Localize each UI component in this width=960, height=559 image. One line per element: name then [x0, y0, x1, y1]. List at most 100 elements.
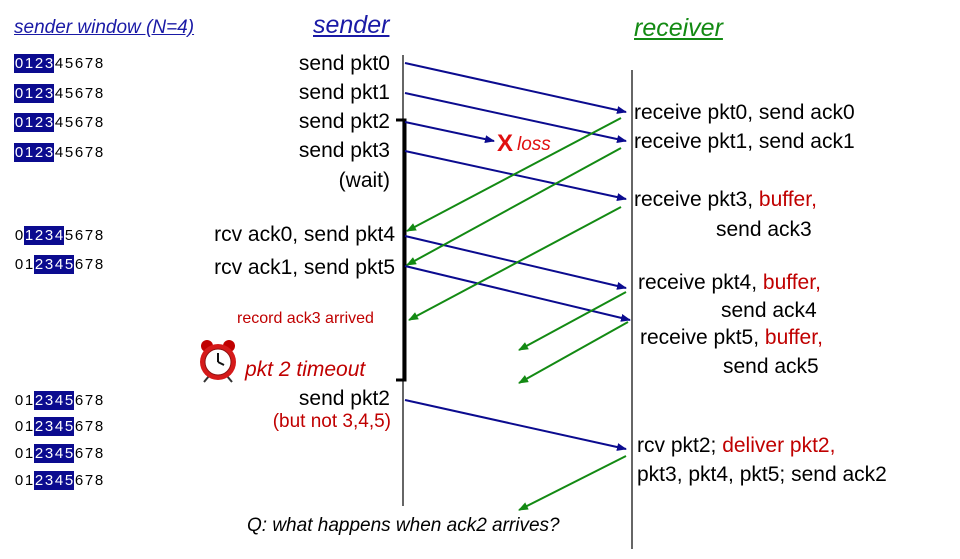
receiver-header: receiver: [634, 14, 723, 42]
pkt5-arrow: [404, 265, 631, 322]
ack0-arrow: [406, 117, 622, 232]
window-seq-in-window: 2: [34, 391, 44, 410]
pkt2-lost-arrow: [404, 121, 495, 144]
window-seq-number: 4: [54, 114, 64, 131]
window-seq-number: 7: [84, 144, 94, 161]
receiver-receive-pkt3: receive pkt3, buffer,: [634, 189, 817, 210]
window-seq-number: 1: [24, 256, 34, 273]
window-seq-in-window: 0: [14, 84, 24, 103]
sender-pkt2-timeout: pkt 2 timeout: [245, 358, 366, 381]
window-seq-in-window: 4: [54, 255, 64, 274]
window-seq-number: 6: [74, 445, 84, 462]
pkt2-resend-arrow: [404, 399, 627, 451]
receiver-send-ack5: send ack5: [723, 355, 819, 378]
ack3-arrow: [408, 206, 622, 321]
window-seq-number: 6: [74, 85, 84, 102]
window-seq-in-window: 3: [44, 226, 54, 245]
window-seq-in-window: 4: [54, 391, 64, 410]
window-seq-number: 1: [24, 445, 34, 462]
window-seq-number: 7: [84, 256, 94, 273]
ack4-arrow: [518, 291, 627, 351]
pkt4-arrow: [404, 235, 627, 290]
receiver-receive-pkt4: receive pkt4, buffer,: [638, 272, 821, 293]
loss-x-icon: X: [497, 130, 514, 157]
window-seq-number: 8: [94, 445, 104, 462]
alarm-clock-icon: [200, 340, 236, 383]
window-seq-number: 7: [84, 85, 94, 102]
window-seq-number: 8: [94, 418, 104, 435]
window-seq-number: 6: [74, 55, 84, 72]
sender-send-pkt2: send pkt2: [298, 110, 390, 133]
sender-wait: (wait): [338, 169, 390, 192]
window-seq-number: 7: [84, 227, 94, 244]
window-seq-in-window: 4: [54, 471, 64, 490]
ack2-arrow: [518, 455, 627, 511]
window-seq-in-window: 3: [44, 444, 54, 463]
sender-rcv-ack1: rcv ack1, send pkt5: [214, 256, 395, 279]
window-seq-in-window: 3: [44, 143, 54, 162]
sender-record-ack3: record ack3 arrived: [237, 310, 374, 327]
sender-header: sender: [313, 11, 390, 39]
window-seq-in-window: 3: [44, 391, 54, 410]
window-seq-number: 4: [54, 55, 64, 72]
window-seq-number: 8: [94, 227, 104, 244]
receiver-pkt4-text: receive pkt4,: [638, 271, 763, 294]
window-seq-in-window: 4: [54, 444, 64, 463]
window-seq-number: 8: [94, 55, 104, 72]
window-seq-in-window: 5: [64, 417, 74, 436]
window-seq-in-window: 5: [64, 444, 74, 463]
window-seq-number: 5: [64, 114, 74, 131]
window-seq-in-window: 2: [34, 54, 44, 73]
window-seq-in-window: 1: [24, 226, 34, 245]
window-seq-number: 8: [94, 85, 104, 102]
window-seq-number: 7: [84, 55, 94, 72]
window-seq-in-window: 1: [24, 54, 34, 73]
window-seq-number: 5: [64, 85, 74, 102]
window-seq-number: 8: [94, 256, 104, 273]
window-seq-in-window: 1: [24, 113, 34, 132]
window-seq-in-window: 5: [64, 471, 74, 490]
window-seq-number: 7: [84, 445, 94, 462]
window-seq-in-window: 2: [34, 255, 44, 274]
receiver-receive-pkt5: receive pkt5, buffer,: [640, 327, 823, 348]
window-seq-number: 7: [84, 114, 94, 131]
window-seq-number: 1: [24, 418, 34, 435]
window-seq-in-window: 4: [54, 226, 64, 245]
window-seq-in-window: 2: [34, 417, 44, 436]
receiver-pkt5-text: receive pkt5,: [640, 326, 765, 349]
sender-rcv-ack0: rcv ack0, send pkt4: [214, 223, 395, 246]
window-seq-number: 6: [74, 227, 84, 244]
window-seq-in-window: 3: [44, 417, 54, 436]
window-seq-number: 0: [14, 418, 24, 435]
window-seq-in-window: 3: [44, 54, 54, 73]
window-seq-number: 0: [14, 256, 24, 273]
timer-bracket: [396, 118, 407, 382]
receiver-rcv-pkt2: rcv pkt2; deliver pkt2,: [637, 435, 835, 456]
window-seq-in-window: 2: [34, 143, 44, 162]
question-text: Q: what happens when ack2 arrives?: [247, 515, 560, 536]
window-seq-in-window: 1: [24, 143, 34, 162]
window-seq-in-window: 2: [34, 113, 44, 132]
window-seq-number: 5: [64, 144, 74, 161]
window-seq-in-window: 5: [64, 391, 74, 410]
window-seq-number: 8: [94, 472, 104, 489]
receiver-pkt3-text: receive pkt3,: [634, 188, 759, 211]
window-seq-in-window: 0: [14, 113, 24, 132]
window-seq-in-window: 2: [34, 444, 44, 463]
window-seq-in-window: 3: [44, 471, 54, 490]
loss-label: loss: [517, 134, 551, 155]
window-seq-number: 7: [84, 392, 94, 409]
window-seq-in-window: 2: [34, 471, 44, 490]
pkt3-arrow: [404, 150, 627, 201]
ack1-arrow: [406, 147, 622, 266]
window-seq-number: 8: [94, 114, 104, 131]
window-seq-number: 1: [24, 472, 34, 489]
window-seq-in-window: 4: [54, 417, 64, 436]
window-seq-number: 6: [74, 472, 84, 489]
